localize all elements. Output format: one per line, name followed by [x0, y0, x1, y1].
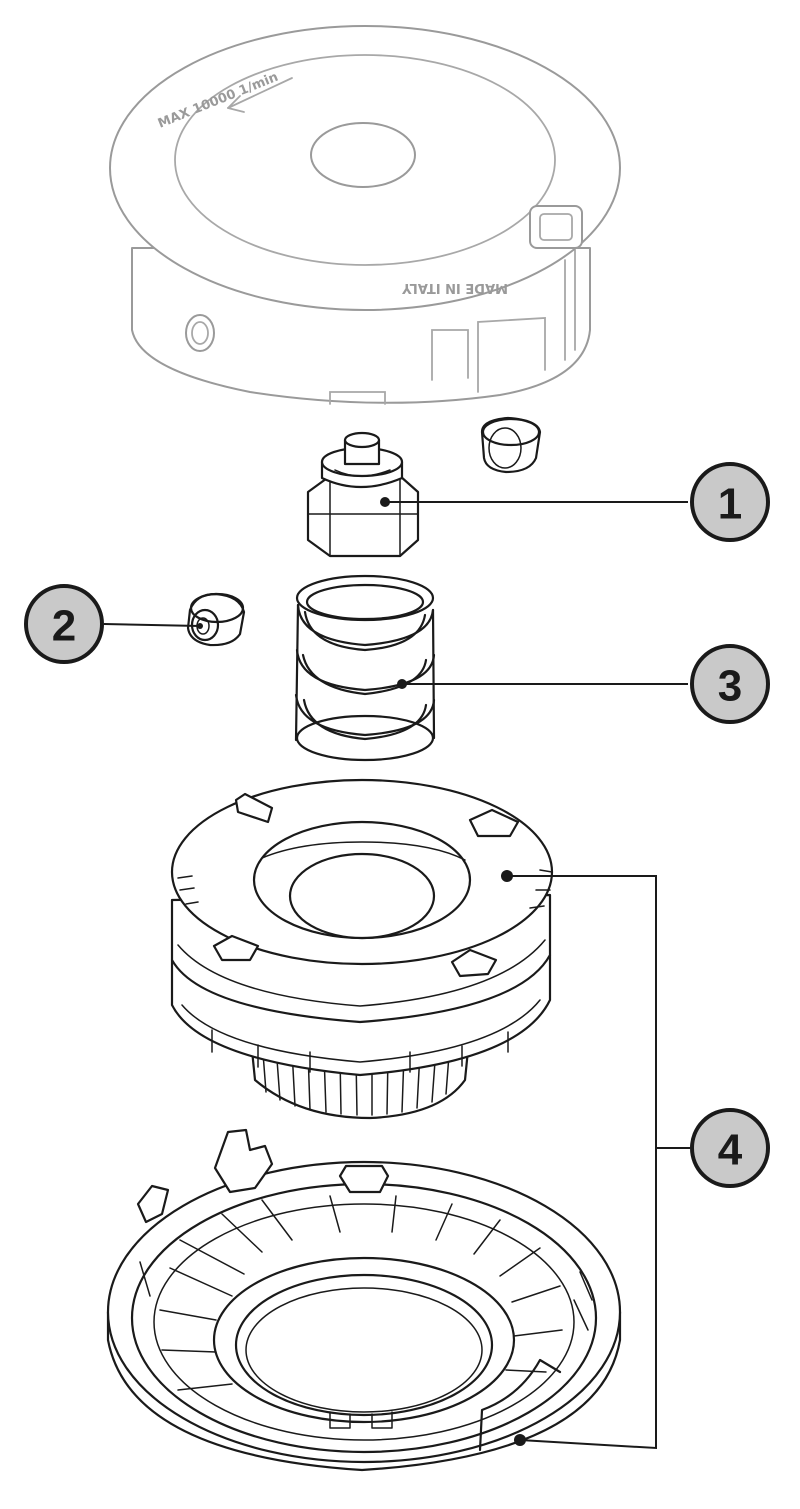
part-3-spring [294, 574, 436, 762]
callout-2-label: 2 [52, 602, 76, 651]
leader-lines [103, 501, 690, 1450]
callout-4: 4 [690, 1108, 770, 1188]
leader-2 [103, 623, 201, 627]
leader-4 [507, 875, 690, 1450]
trimmer-head-cover: MAX 10000 1/min MADE IN ITALY [109, 25, 621, 405]
part-4-spool [170, 778, 554, 1120]
grommet-eyelet [480, 416, 542, 474]
callout-3-label: 3 [718, 662, 742, 711]
callout-1: 1 [690, 462, 770, 542]
part-1-bolt [306, 431, 420, 558]
part-4-base [106, 1128, 622, 1472]
callout-1-label: 1 [718, 480, 742, 529]
callout-4-label: 4 [718, 1126, 743, 1175]
part-2-eyelet [186, 592, 246, 647]
callout-3: 3 [690, 644, 770, 724]
cover-made-in-text: MADE IN ITALY [402, 280, 508, 295]
callout-2: 2 [24, 584, 104, 664]
